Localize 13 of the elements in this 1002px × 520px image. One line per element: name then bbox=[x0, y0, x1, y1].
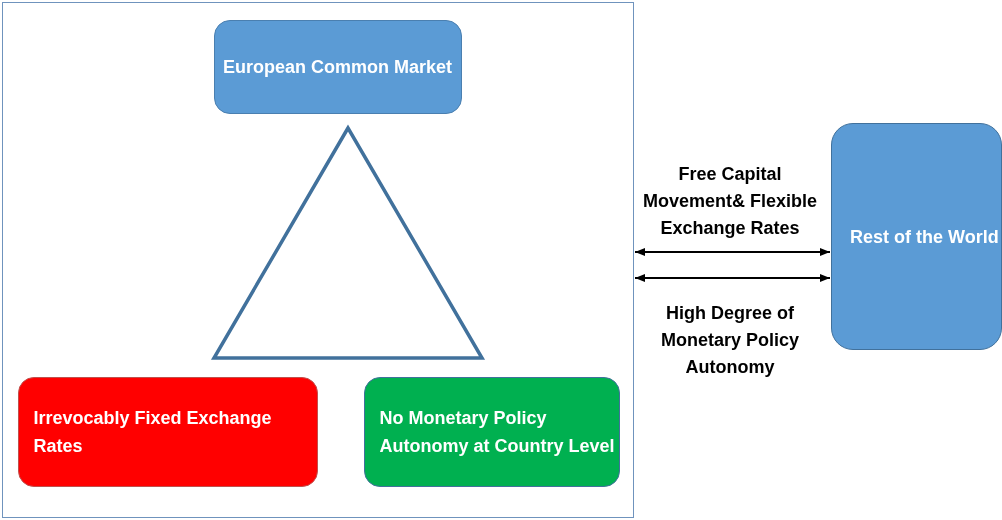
box-label: Irrevocably Fixed Exchange Rates bbox=[33, 406, 273, 458]
process-box bbox=[831, 123, 1002, 350]
edge-label: Free Capital Movement& Flexible Exchange Rates bbox=[641, 163, 818, 240]
double-arrow bbox=[634, 274, 831, 282]
double-arrow bbox=[634, 248, 831, 256]
frame-box bbox=[2, 2, 634, 518]
edge-label: High Degree of Monetary Policy Autonomy bbox=[659, 302, 800, 379]
process-box bbox=[213, 19, 462, 114]
box-label: No Monetary Policy Autonomy at Country Level bbox=[379, 406, 616, 458]
box-label: Rest of the World bbox=[850, 225, 1000, 249]
box-label: European Common Market bbox=[221, 55, 453, 79]
process-box bbox=[363, 376, 620, 487]
process-box bbox=[17, 376, 318, 487]
